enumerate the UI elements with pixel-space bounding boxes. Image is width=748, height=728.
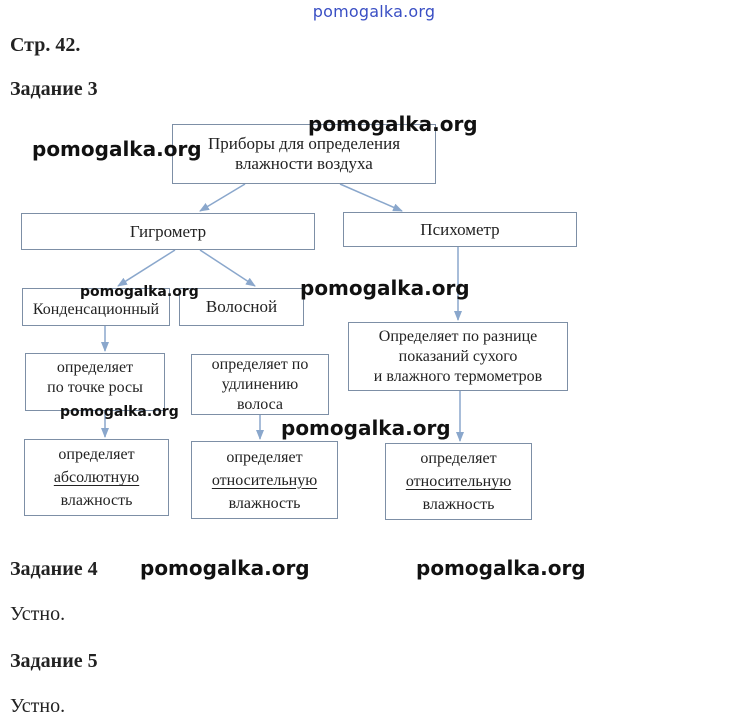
watermark: pomogalka.org xyxy=(140,556,310,580)
watermark: pomogalka.org xyxy=(60,404,179,420)
psychrometer-result-box: определяет относительную влажность xyxy=(385,443,532,520)
cond-result-line-3: влажность xyxy=(60,492,133,509)
watermark: pomogalka.org xyxy=(32,137,202,161)
condensation-desc-box: определяет по точке росы xyxy=(25,353,165,411)
hair-desc-line-2: удлинению xyxy=(221,375,299,393)
hair-result-box: определяет относительную влажность xyxy=(191,441,338,519)
watermark: pomogalka.org xyxy=(416,556,586,580)
root-line-2: влажности воздуха xyxy=(235,154,373,173)
condensation-box: Конденсационный xyxy=(22,288,170,326)
watermark: pomogalka.org xyxy=(308,112,478,136)
root-box: Приборы для определения влажности воздух… xyxy=(172,124,436,184)
psy-desc-line-2: показаний сухого xyxy=(398,347,518,365)
task-5-answer: Устно. xyxy=(10,695,66,717)
psychrometer-desc-box: Определяет по разнице показаний сухого и… xyxy=(348,322,568,391)
hair-result-line-3: влажность xyxy=(228,494,301,512)
hair-desc-box: определяет по удлинению волоса xyxy=(191,354,329,415)
task-3-title: Задание 3 xyxy=(10,78,98,100)
arrow-hygrometer-to-hair xyxy=(199,249,256,287)
cond-result-line-2: абсолютную xyxy=(53,469,140,486)
condensation-label: Конденсационный xyxy=(32,301,160,318)
root-line-1: Приборы для определения xyxy=(207,134,401,153)
hair-result-line-2: относительную xyxy=(211,471,318,489)
page-reference: Стр. 42. xyxy=(10,34,81,56)
task-5-title: Задание 5 xyxy=(10,650,98,672)
hair-label: Волосной xyxy=(205,297,278,316)
arrow-root-to-hygrometer xyxy=(199,183,246,212)
psy-result-line-1: определяет xyxy=(420,450,497,467)
cond-result-line-1: определяет xyxy=(58,446,135,463)
hygrometer-label: Гигрометр xyxy=(129,221,207,241)
cond-desc-line-1: определяет xyxy=(56,359,134,376)
psychrometer-box: Психометр xyxy=(343,212,577,247)
watermark: pomogalka.org xyxy=(281,416,451,440)
hair-desc-line-1: определяет по xyxy=(211,355,309,373)
psy-desc-line-1: Определяет по разнице xyxy=(378,327,538,345)
hair-result-line-1: определяет xyxy=(226,448,303,466)
cond-desc-line-2: по точке росы xyxy=(47,379,143,396)
hair-box: Волосной xyxy=(179,288,304,326)
watermark: pomogalka.org xyxy=(80,284,199,300)
task-4-answer: Устно. xyxy=(10,603,66,625)
top-watermark: pomogalka.org xyxy=(312,2,436,21)
hair-desc-line-3: волоса xyxy=(236,395,283,413)
condensation-result-box: определяет абсолютную влажность xyxy=(24,439,169,516)
watermark: pomogalka.org xyxy=(300,276,470,300)
psy-result-line-3: влажность xyxy=(422,496,495,513)
task-4-title: Задание 4 xyxy=(10,558,98,580)
psy-result-line-2: относительную xyxy=(405,473,512,490)
arrow-hygrometer-to-condensation xyxy=(117,249,176,287)
psychrometer-label: Психометр xyxy=(420,219,500,239)
hygrometer-box: Гигрометр xyxy=(21,213,315,250)
arrow-root-to-psychrometer xyxy=(339,183,403,212)
psy-desc-line-3: и влажного термометров xyxy=(373,367,543,385)
